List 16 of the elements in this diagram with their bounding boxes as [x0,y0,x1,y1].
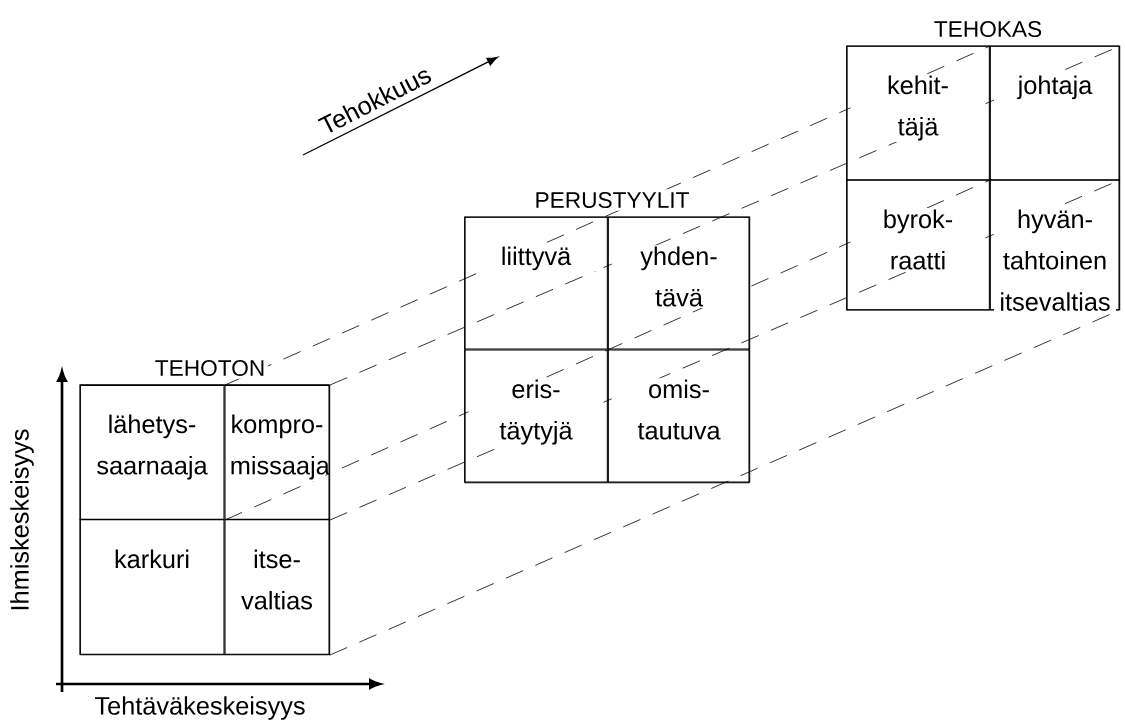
grid-cell: hyvän- tahtoinen itsevaltias [989,179,1121,313]
grid-cell: kehit- täjä [846,45,990,181]
node-label: TEHOKAS [934,21,1042,38]
grid-cell: itse- valtias [224,519,330,655]
grid-cell: liittyvä [464,216,608,350]
grid-cell: byrok- raatti [846,179,990,311]
grid-cell: johtaja [989,45,1121,181]
node-label: PERUSTYYLIT [536,192,689,209]
node-label: TEHOTON [155,360,264,377]
grid-cell: yhden- tävä [607,216,751,350]
grid-cell: karkuri [79,519,225,655]
grid-cell: eris- täytyjä [464,349,608,483]
axis-label: Ihmiskeskeisyys [10,429,34,610]
axis-label: Tehtäväkeskeisyys [94,696,305,720]
grid-cell: lähetys- saarnaaja [79,384,225,520]
grid-cell: omis- tautuva [607,349,751,483]
